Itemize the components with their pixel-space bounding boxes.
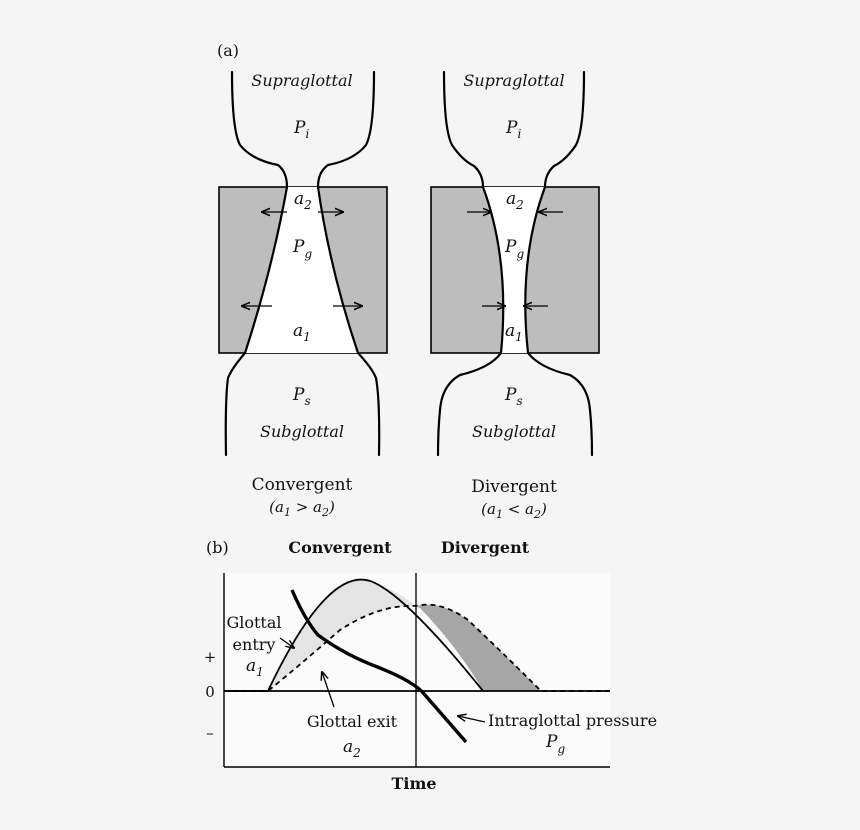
supraglottal-label-left: Supraglottal — [251, 71, 352, 90]
pg-label-right: Pg — [504, 237, 524, 261]
intraglottal-pointer — [458, 716, 486, 723]
y-minus-label: – — [206, 724, 214, 742]
glottal-airway-divergent — [483, 187, 545, 353]
subglottal-label-left: Subglottal — [260, 422, 344, 441]
glottal-airway-convergent — [245, 187, 358, 353]
convergent-glottis: Supraglottal Pi a2 Pg a1 Ps Subglottal C… — [218, 70, 388, 519]
a1-label-left: a1 — [293, 321, 311, 344]
convergent-header: Convergent — [288, 538, 392, 557]
a2-label-right: a2 — [506, 189, 524, 212]
convergent-condition: (a1 > a2) — [269, 498, 335, 519]
glottal-exit-pointer — [322, 672, 335, 708]
right-wall-divergent — [524, 70, 594, 457]
divergent-glottis: Supraglottal Pi a2 Pg a1 Ps Subglottal D… — [430, 70, 600, 521]
panel-a-label: (a) — [217, 41, 239, 60]
intraglottal-pressure-curve — [290, 589, 468, 744]
ps-label-left: Ps — [292, 385, 311, 408]
supraglottal-label-right: Supraglottal — [463, 71, 564, 90]
glottal-entry-curve — [224, 578, 484, 692]
glottal-exit-symbol: a2 — [343, 737, 361, 760]
pi-label-right: Pi — [505, 118, 521, 141]
right-wall-convergent — [316, 70, 381, 457]
x-axis-label: Time — [391, 774, 436, 793]
left-wall-convergent — [224, 70, 289, 457]
divergent-shaded-region — [416, 604, 541, 691]
glottal-entry-symbol: a1 — [246, 656, 264, 679]
pg-label-left: Pg — [292, 237, 312, 261]
y-zero-label: 0 — [205, 683, 215, 701]
left-wall-divergent — [436, 70, 505, 457]
intraglottal-label: Intraglottal pressure — [488, 711, 657, 730]
convergent-caption: Convergent — [252, 475, 353, 495]
divergent-condition: (a1 < a2) — [481, 500, 547, 521]
glottal-entry-label-line2: entry — [233, 635, 276, 654]
convergent-shaded-region — [268, 579, 416, 691]
ps-label-right: Ps — [504, 385, 523, 408]
divergent-caption: Divergent — [471, 477, 557, 497]
subglottal-label-right: Subglottal — [472, 422, 556, 441]
pi-label-left: Pi — [293, 118, 309, 141]
y-plus-label: + — [204, 648, 217, 666]
glottal-entry-label-line1: Glottal — [226, 613, 281, 632]
glottal-entry-pointer — [279, 637, 294, 648]
a1-label-right: a1 — [505, 321, 523, 344]
waveform-plot: + 0 – Glottal entry a1 Glottal exit a2 I… — [204, 573, 657, 793]
panel-b-label: (b) — [206, 538, 229, 557]
a2-label-left: a2 — [294, 189, 312, 212]
intraglottal-symbol: Pg — [545, 732, 565, 756]
divergent-header: Divergent — [441, 538, 530, 557]
glottal-exit-label: Glottal exit — [307, 712, 398, 731]
glottal-exit-curve — [224, 603, 610, 692]
